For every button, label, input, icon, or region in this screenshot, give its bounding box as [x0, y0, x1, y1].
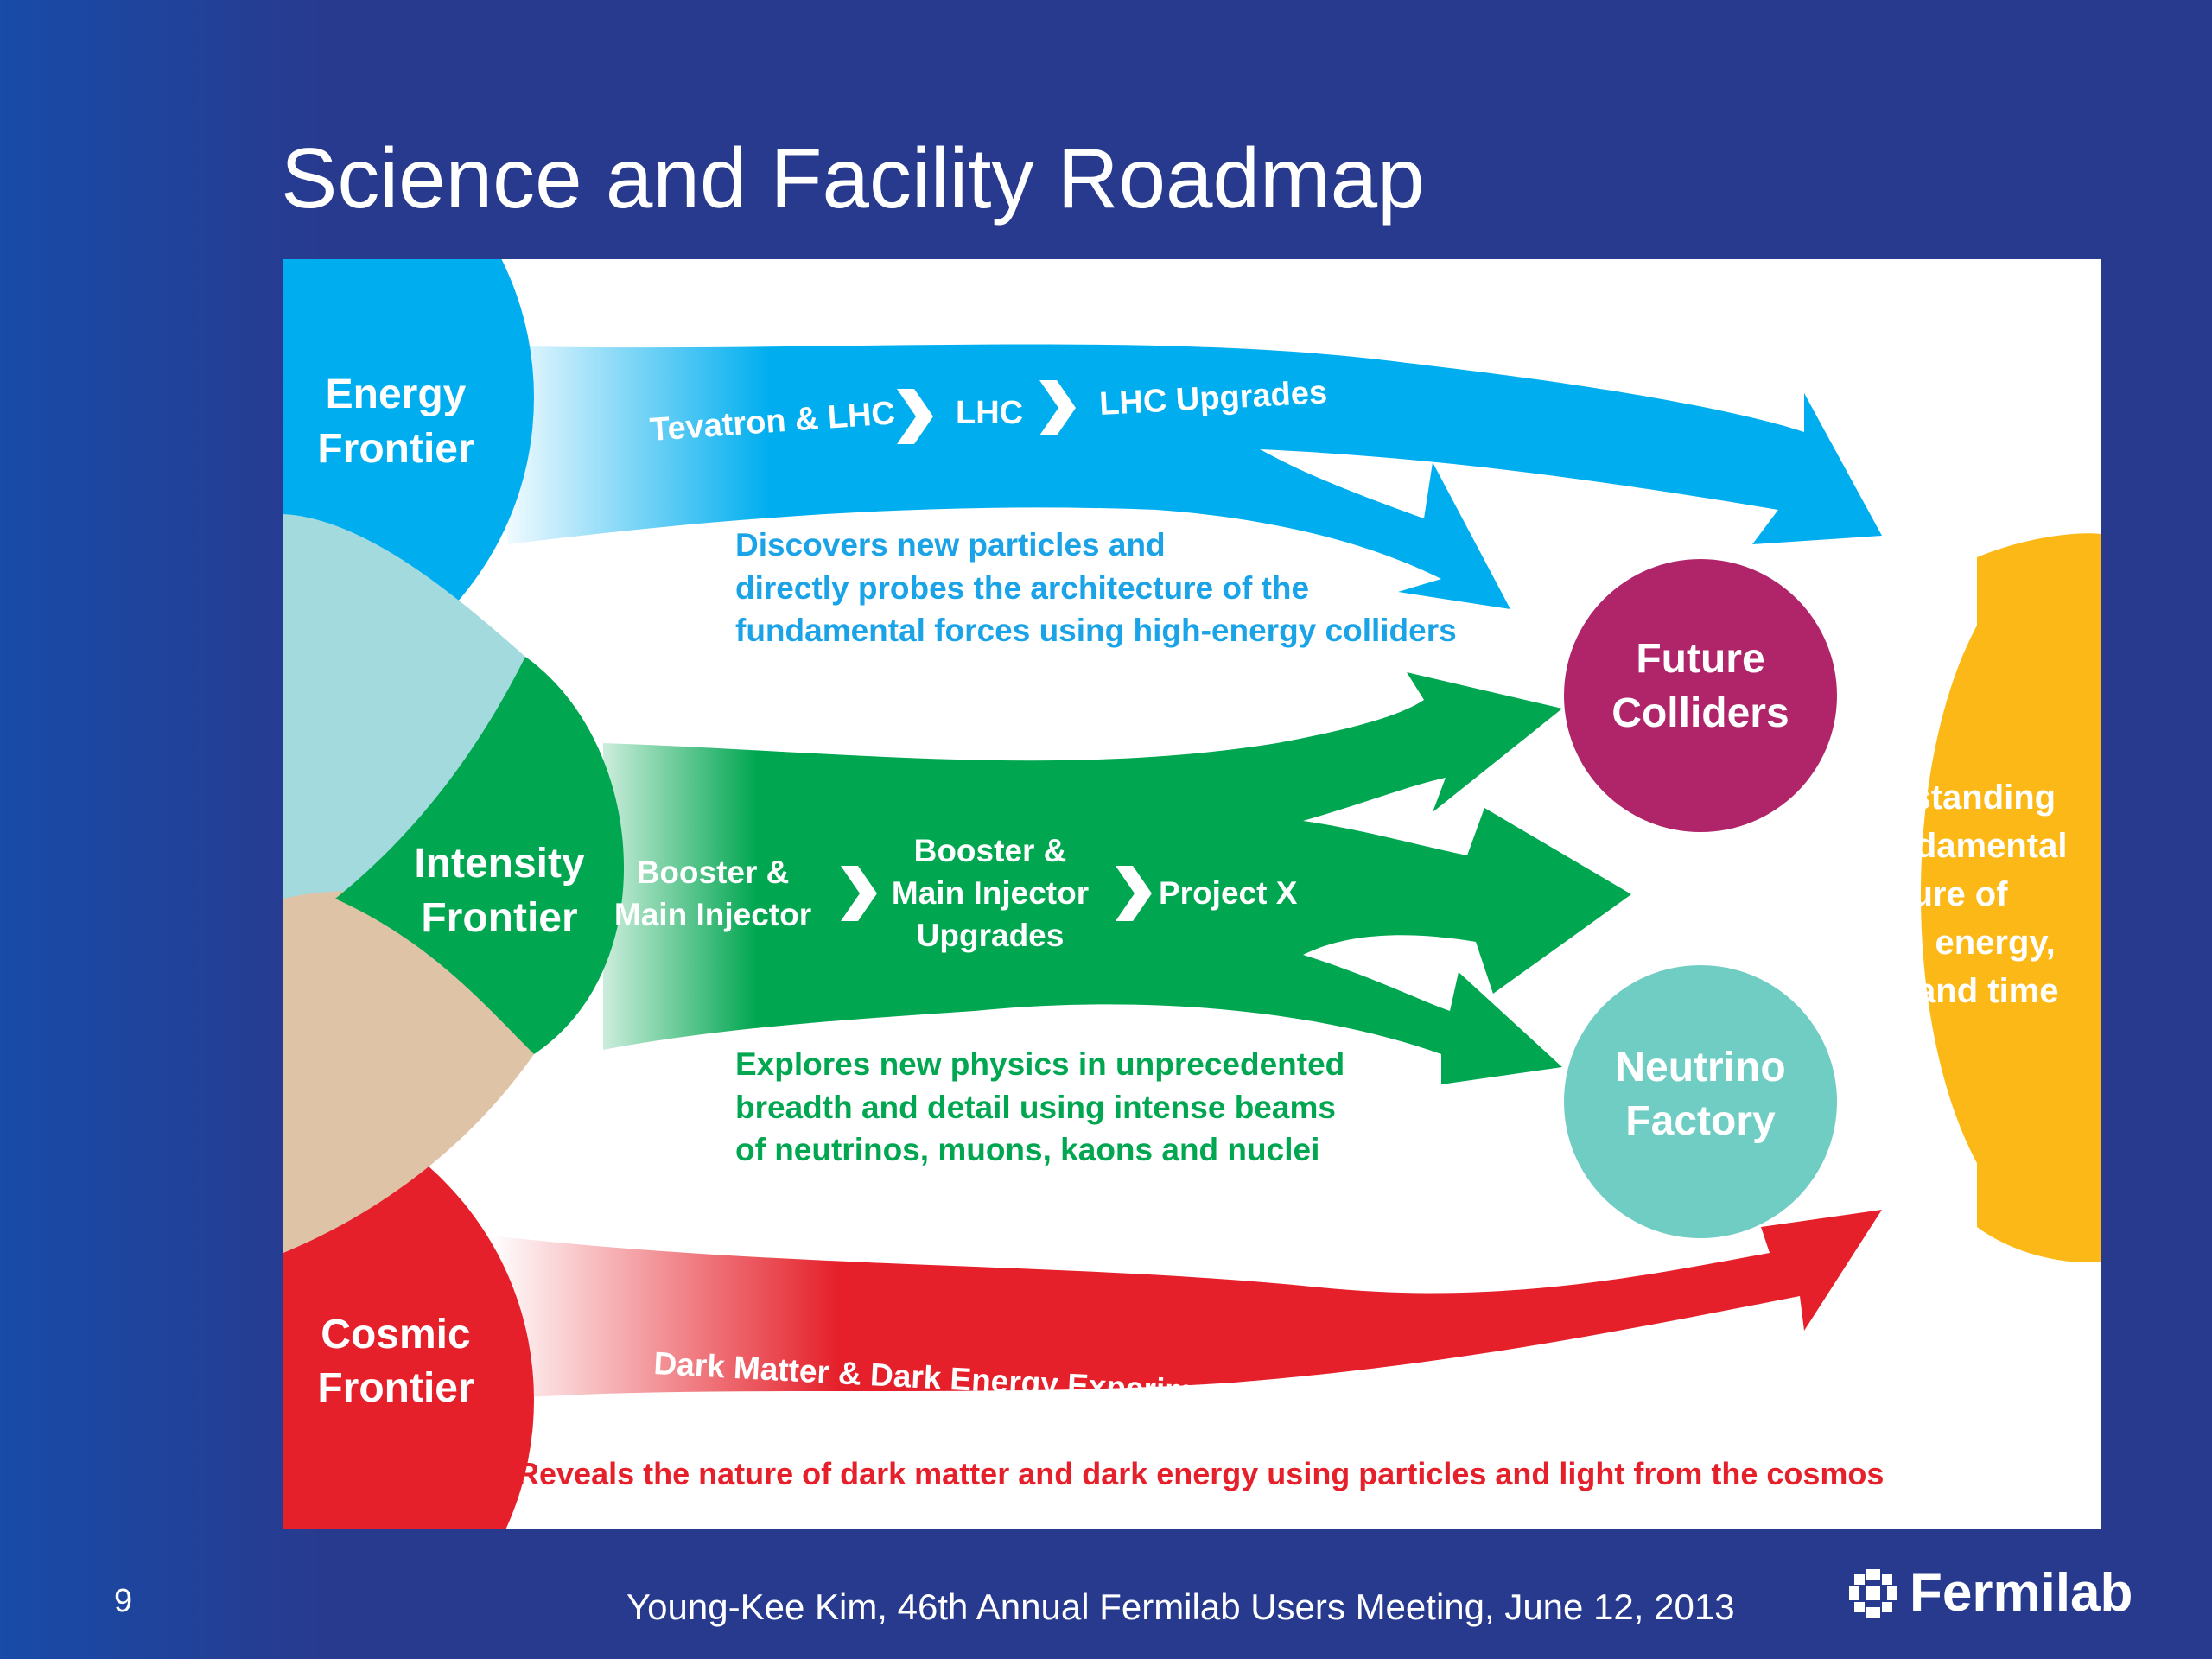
goal-text-1: Understanding: [1812, 779, 2056, 817]
intensity-arrow: [603, 672, 1631, 1084]
slide-title: Science and Facility Roadmap: [281, 130, 1425, 226]
goal-ellipse: [1921, 549, 2101, 1240]
fermilab-logo: Fermilab: [1847, 1562, 2133, 1624]
page-number: 9: [114, 1583, 133, 1619]
intensity-frontier-label-1: Intensity: [414, 841, 585, 887]
neutrino-factory-circle: [1564, 965, 1837, 1238]
intensity-step-2-line-3: Upgrades: [917, 918, 1065, 953]
chevron-right-icon: [1039, 380, 1076, 435]
goal-text-3: nature of: [1859, 875, 2008, 913]
energy-arrow: [491, 344, 1882, 609]
goal-text-4: matter, energy,: [1812, 924, 2056, 962]
intensity-step-2-line-1: Booster &: [914, 833, 1067, 868]
footer-credit: Young-Kee Kim, 46th Annual Fermilab User…: [626, 1586, 1735, 1627]
intensity-description-2: breadth and detail using intense beams: [735, 1090, 1336, 1125]
intensity-frontier-label-2: Frontier: [421, 895, 577, 941]
roadmap-svg: Energy Frontier Intensity Frontier Cosmi…: [283, 259, 2101, 1529]
intensity-step-2-line-2: Main Injector: [892, 875, 1089, 911]
fermilab-logo-text: Fermilab: [1910, 1563, 2133, 1623]
goal-text-2: the fundamental: [1801, 827, 2068, 865]
cosmic-description: Reveals the nature of dark matter and da…: [517, 1456, 1884, 1491]
chevron-right-icon: [841, 866, 877, 921]
neutrino-factory-label-2: Factory: [1625, 1098, 1776, 1144]
intensity-circle: [335, 657, 625, 1054]
intensity-step-1-line-2: Main Injector: [614, 897, 811, 932]
chevron-right-icon: [897, 389, 933, 444]
energy-description-1: Discovers new particles and: [735, 527, 1166, 563]
intensity-step-3: Project X: [1159, 875, 1298, 911]
intensity-description-3: of neutrinos, muons, kaons and nuclei: [735, 1132, 1319, 1167]
cosmic-frontier-label-1: Cosmic: [321, 1312, 470, 1357]
future-colliders-circle: [1564, 559, 1837, 832]
intensity-step-1-line-1: Booster &: [637, 855, 790, 890]
future-colliders-label-1: Future: [1636, 636, 1764, 682]
energy-step-2: LHC: [956, 395, 1023, 431]
energy-description-2: directly probes the architecture of the: [735, 570, 1309, 606]
cosmic-arrow: [491, 1210, 1882, 1400]
goal-text-5: space and time: [1808, 972, 2058, 1010]
chevron-right-icon: [1116, 866, 1152, 921]
fermilab-logo-icon: [1849, 1568, 1897, 1618]
background-band: [0, 0, 328, 1659]
cosmic-frontier-label-2: Frontier: [317, 1365, 474, 1411]
energy-frontier-label-1: Energy: [326, 372, 467, 417]
intensity-description-1: Explores new physics in unprecedented: [735, 1046, 1344, 1082]
energy-frontier-label-2: Frontier: [317, 426, 474, 472]
energy-description-3: fundamental forces using high-energy col…: [735, 613, 1457, 648]
future-colliders-label-2: Colliders: [1611, 690, 1789, 736]
neutrino-factory-label-1: Neutrino: [1615, 1045, 1785, 1090]
roadmap-diagram: Energy Frontier Intensity Frontier Cosmi…: [283, 259, 2101, 1529]
